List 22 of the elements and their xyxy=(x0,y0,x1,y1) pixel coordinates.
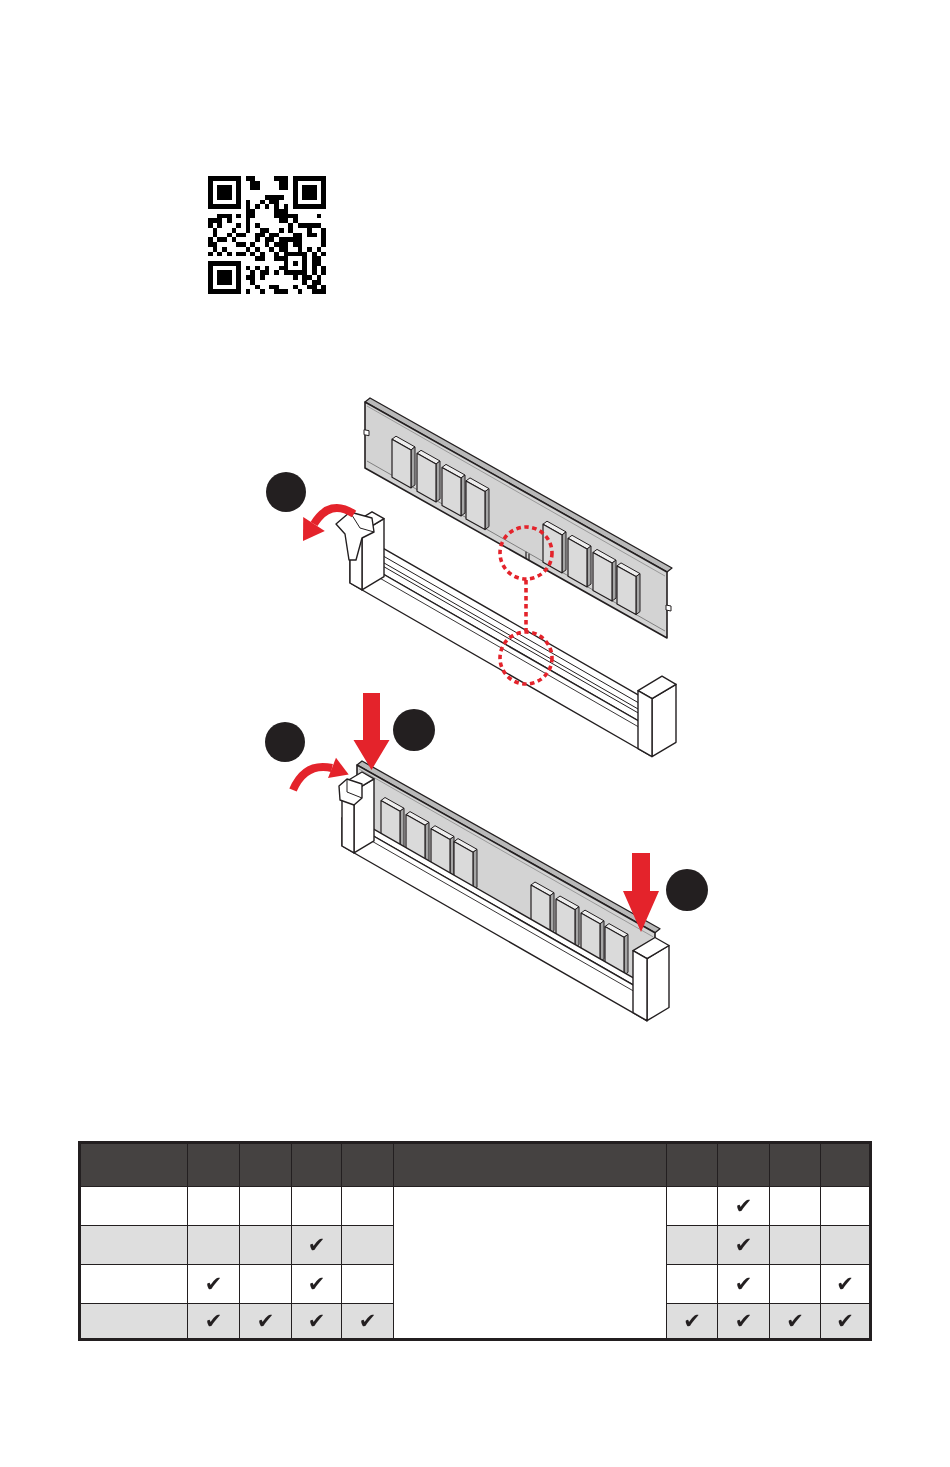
step-marker xyxy=(264,470,308,514)
check-mark: ✔ xyxy=(307,1234,326,1256)
connector-line xyxy=(524,580,528,631)
check-mark: ✔ xyxy=(734,1273,753,1295)
highlight-circle xyxy=(498,525,554,581)
step-marker xyxy=(391,707,437,753)
step-marker xyxy=(664,867,710,913)
check-mark: ✔ xyxy=(836,1310,854,1332)
check-mark: ✔ xyxy=(204,1273,223,1295)
check-mark: ✔ xyxy=(734,1195,753,1217)
check-mark: ✔ xyxy=(836,1273,854,1295)
check-mark: ✔ xyxy=(256,1310,275,1332)
step-marker xyxy=(263,720,307,764)
highlight-circle xyxy=(498,630,554,686)
check-mark: ✔ xyxy=(683,1310,701,1332)
check-mark: ✔ xyxy=(307,1310,326,1332)
check-mark: ✔ xyxy=(358,1310,377,1332)
check-mark: ✔ xyxy=(734,1310,753,1332)
check-mark: ✔ xyxy=(204,1310,223,1332)
check-mark: ✔ xyxy=(786,1310,804,1332)
check-mark: ✔ xyxy=(307,1273,326,1295)
check-mark: ✔ xyxy=(734,1234,753,1256)
